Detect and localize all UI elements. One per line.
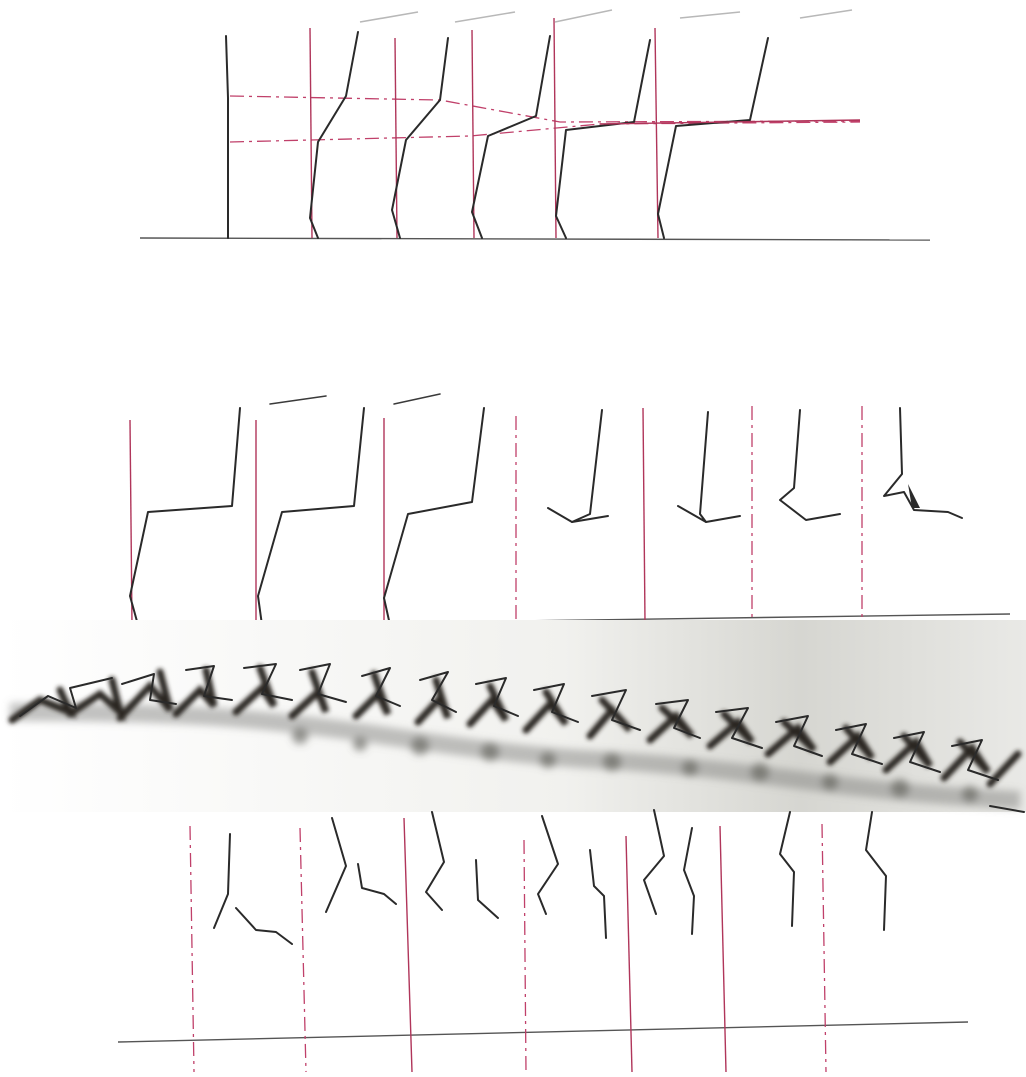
panel-4-figure bbox=[644, 810, 664, 914]
panel-1-stick-sequence bbox=[140, 10, 930, 240]
panel-2-trunk-guide bbox=[270, 396, 326, 404]
panel-4-figure bbox=[326, 818, 346, 912]
panel-1-trunk-guide bbox=[360, 12, 418, 22]
panel-4-reference-line bbox=[190, 826, 194, 1072]
panel-2-figure bbox=[130, 408, 240, 625]
panel-4-figure bbox=[780, 812, 794, 926]
panel-2-stick-sequence bbox=[90, 394, 1010, 627]
panel-1-reference-line bbox=[395, 38, 397, 238]
panel-4-figure bbox=[538, 816, 558, 914]
panel-1-trunk-guide bbox=[800, 10, 852, 18]
panel-4-figure bbox=[236, 908, 292, 944]
panel-1-ground-line bbox=[140, 238, 930, 240]
panel-4-figure bbox=[684, 828, 694, 934]
panel-1-reference-line bbox=[655, 28, 658, 238]
panel-4-figure bbox=[426, 812, 444, 910]
panel-2-figure-foot bbox=[706, 516, 740, 522]
panel-4-reference-line bbox=[404, 818, 412, 1072]
panel-1-figure bbox=[556, 40, 650, 238]
panel-2-figure bbox=[678, 412, 708, 522]
panel-1-upper-guide bbox=[230, 96, 860, 122]
panel-4-reference-line bbox=[524, 840, 526, 1072]
panel-1-figure bbox=[658, 38, 768, 238]
panel-2-figure bbox=[548, 410, 602, 522]
panel-4-figure bbox=[866, 812, 886, 930]
panel-2-reference-line bbox=[643, 408, 645, 622]
panel-4-stick-sequence bbox=[118, 810, 968, 1072]
panel-4-reference-line bbox=[720, 826, 726, 1072]
panel-4-figure bbox=[358, 864, 396, 904]
panel-2-trunk-guide bbox=[394, 394, 440, 404]
panel-1-figure bbox=[472, 36, 550, 238]
panel-4-figure bbox=[214, 834, 230, 928]
panel-4-figure bbox=[476, 860, 498, 918]
panel-4-reference-line bbox=[300, 828, 306, 1072]
panel-4-reference-line bbox=[626, 836, 632, 1072]
panel-1-figure bbox=[310, 32, 358, 238]
panel-2-figure bbox=[884, 408, 962, 518]
panel-1-figure bbox=[226, 36, 228, 238]
panel-1-trunk-guide bbox=[455, 12, 515, 22]
panel-3-photo-strip bbox=[0, 620, 1026, 812]
panel-4-ground-line bbox=[118, 1022, 968, 1042]
panel-2-figure bbox=[780, 410, 840, 520]
panel-4-reference-line bbox=[822, 824, 826, 1072]
panel-4-figure bbox=[590, 850, 606, 938]
panel-1-trunk-guide bbox=[555, 10, 612, 22]
panel-1-trunk-guide bbox=[680, 12, 740, 18]
panel-2-figure bbox=[384, 408, 484, 625]
panel-2-figure bbox=[258, 408, 364, 625]
